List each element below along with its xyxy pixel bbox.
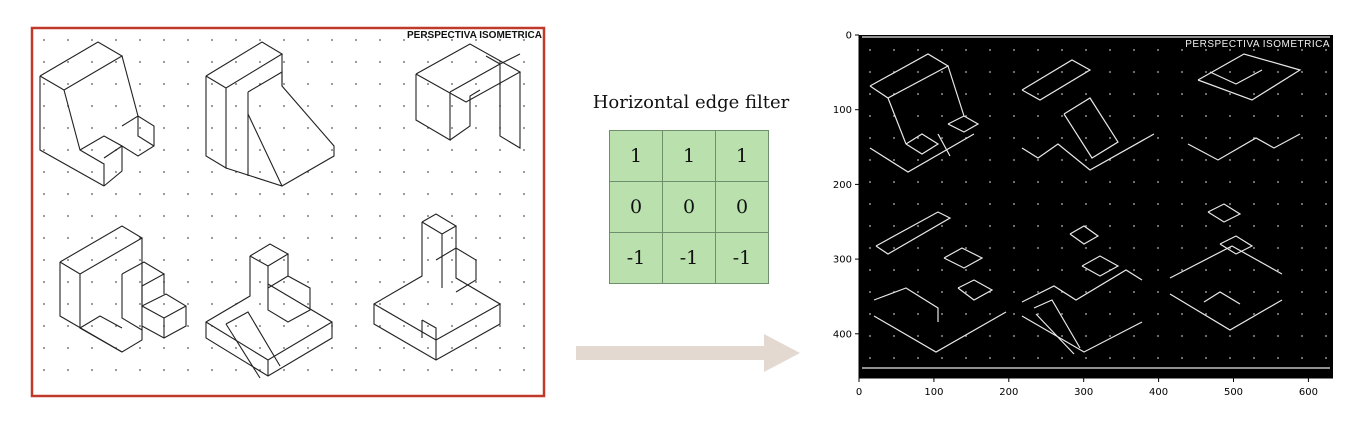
- filter-kernel: 1 1 1 0 0 0 -1 -1 -1: [609, 130, 769, 284]
- output-dot-grid: [869, 49, 1327, 359]
- y-tick-label: 300: [833, 255, 852, 266]
- filter-title: Horizontal edge filter: [592, 92, 790, 113]
- y-tick-label: 100: [833, 105, 852, 116]
- isometric-figures: [39, 41, 522, 379]
- x-tick-label: 500: [1224, 387, 1243, 398]
- x-tick-label: 200: [999, 387, 1018, 398]
- figure-3: [415, 43, 522, 149]
- figure-5: [205, 243, 333, 379]
- figure-1: [39, 41, 155, 187]
- kernel-cell: -1: [662, 232, 716, 284]
- y-tick-label: 400: [833, 329, 852, 340]
- y-axis: 0 100 200 300 400: [833, 31, 859, 340]
- kernel-row: 1 1 1: [609, 130, 769, 182]
- x-axis: 0 100 200 300 400 500 600: [856, 378, 1318, 398]
- sheet-border: [30, 26, 546, 398]
- x-tick-label: 600: [1299, 387, 1318, 398]
- arrow-right-icon: [576, 334, 800, 372]
- kernel-cell: -1: [715, 232, 769, 284]
- kernel-cell: 1: [609, 130, 663, 182]
- kernel-cell: 1: [715, 130, 769, 182]
- x-tick-label: 300: [1074, 387, 1093, 398]
- x-tick-label: 0: [856, 387, 862, 398]
- x-tick-label: 400: [1149, 387, 1168, 398]
- figure-6: [373, 213, 501, 361]
- kernel-row: 0 0 0: [609, 181, 769, 233]
- output-image-text: PERSPECTIVA ISOMETRICA: [1185, 39, 1330, 50]
- y-tick-label: 0: [846, 31, 852, 42]
- kernel-cell: -1: [609, 232, 663, 284]
- figure-4: [59, 225, 187, 353]
- isometric-drawing-sheet: PERSPECTIVA ISOMETRICA: [30, 26, 546, 398]
- sheet-title: PERSPECTIVA ISOMETRICA: [407, 30, 542, 41]
- y-tick-label: 200: [833, 180, 852, 191]
- kernel-cell: 0: [715, 181, 769, 233]
- output-image: [859, 35, 1333, 378]
- figure-2: [205, 41, 335, 187]
- kernel-cell: 1: [662, 130, 716, 182]
- detected-edges: [862, 36, 1330, 369]
- kernel-row: -1 -1 -1: [609, 232, 769, 284]
- kernel-cell: 0: [609, 181, 663, 233]
- kernel-cell: 0: [662, 181, 716, 233]
- x-tick-label: 100: [924, 387, 943, 398]
